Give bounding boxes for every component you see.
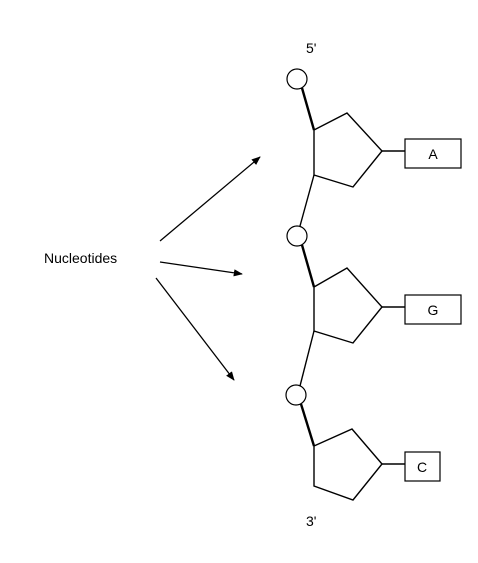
sugar-pentagon [313, 428, 383, 501]
base-box [404, 138, 462, 169]
base-label-a: A [428, 146, 438, 162]
backbone-link [299, 330, 315, 387]
phosphate-sugar-bond [299, 403, 316, 447]
nucleotide-2: G [286, 225, 462, 344]
base-label-c: C [417, 459, 427, 475]
nucleotide-3: C [285, 384, 441, 501]
base-label-g: G [428, 302, 439, 318]
nucleotides-label: Nucleotides [44, 250, 117, 266]
phosphate-sugar-bond [300, 87, 316, 131]
phosphate-circle [285, 384, 307, 406]
phosphate-circle [286, 225, 308, 247]
phosphate-sugar-bond [300, 244, 316, 288]
nucleotide-1: A [286, 68, 462, 188]
base-box [404, 451, 441, 482]
arrow-to-nucleotide-2 [159, 261, 243, 277]
arrow-to-nucleotide-3 [155, 277, 235, 381]
sugar-pentagon [313, 112, 383, 188]
three-prime-label: 3' [306, 513, 316, 529]
phosphate-circle [286, 68, 308, 90]
sugar-pentagon [313, 267, 383, 344]
backbone-link [299, 174, 315, 227]
base-box [404, 294, 462, 325]
arrow-to-nucleotide-1 [159, 156, 261, 242]
five-prime-label: 5' [306, 40, 316, 56]
